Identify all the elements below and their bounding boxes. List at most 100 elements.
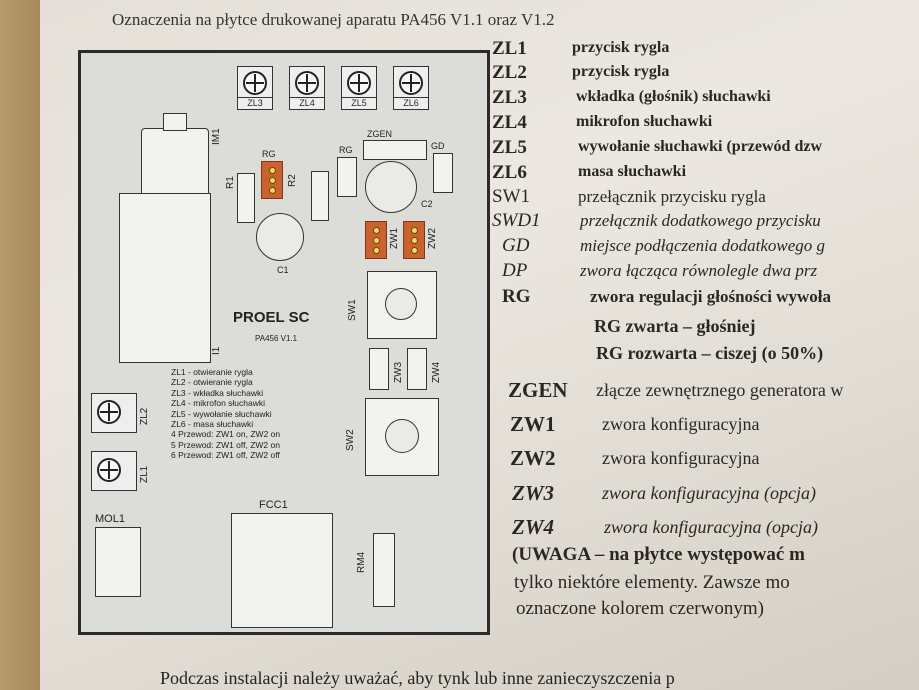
legend-line: ZL6 - masa słuchawki [171,419,254,430]
board-model: PA456 V1.1 [255,334,298,343]
terminal-zl1-label: ZL1 [139,465,150,483]
r2-label: R2 [287,174,298,187]
warning-note-line: oznaczone kolorem czerwonym) [516,598,764,619]
bottom-paragraph: Podczas instalacji należy uważać, aby ty… [160,668,675,688]
code-label: SWD1 [492,210,541,231]
page-heading: Oznaczenia na płytce drukowanej aparatu … [112,10,555,29]
desc-text: złącze zewnętrznego generatora w [596,380,844,400]
gd-label: GD [431,141,445,151]
rm4-label: RM4 [356,551,367,573]
fcc1-connector [231,513,333,628]
desc-text: zwora łącząca równolegle dwa prz [580,261,818,280]
im1-label: IM1 [211,128,222,145]
zw1-label: ZW1 [389,227,400,249]
desc-text: mikrofon słuchawki [576,113,713,130]
r1-label: R1 [225,176,236,189]
c1-label: C1 [277,265,289,275]
switch-button [385,419,419,453]
screw-icon [97,458,121,482]
zw2-label: ZW2 [427,227,438,249]
code-label: ZL2 [492,62,527,83]
code-label: ZL5 [492,137,527,158]
pcb-diagram: ZL3 ZL4 ZL5 ZL6 IM1 I1 RG R1 R2 RG ZGEN … [78,50,490,635]
zw2-jumper [403,221,425,259]
rg-note: RG zwarta – głośniej [594,316,756,336]
desc-text: zwora konfiguracyjna [602,448,760,468]
capacitor-c1 [256,213,304,261]
zgen-connector [363,140,427,160]
sw1-label: SW1 [347,299,358,321]
rg2-label: RG [339,145,353,155]
code-label: ZL3 [492,87,527,108]
warning-note-line: (UWAGA – na płytce występować m [512,544,805,565]
terminal-zl2-label: ZL2 [139,407,150,425]
desc-text: wywołanie słuchawki (przewód dzw [578,138,823,155]
terminal-zl2 [91,393,137,433]
i1-label: I1 [211,346,222,355]
code-label: RG [502,286,531,307]
code-label: SW1 [492,186,530,207]
rg2-pad [337,157,357,197]
legend-line: 6 Przewod: ZW1 off, ZW2 off [171,450,280,461]
screw-icon [243,71,267,95]
resistor-r2 [311,171,329,221]
code-label: ZL1 [492,38,527,59]
zw4-pad [407,348,427,390]
warning-note-line: tylko niektóre elementy. Zawsze mo [514,572,790,593]
zw1-jumper [365,221,387,259]
c2-label: C2 [421,199,433,209]
im1-module-top [141,128,209,198]
screw-icon [347,71,371,95]
code-label: ZW3 [512,481,554,505]
legend-line: ZL5 - wywołanie słuchawki [171,408,272,419]
sw2-label: SW2 [345,429,356,451]
desc-text: przycisk rygla [572,39,670,56]
terminal-zl4: ZL4 [289,66,325,110]
desc-text: przełącznik dodatkowego przycisku [580,211,821,230]
code-label: ZW1 [510,412,556,436]
board-legend: ZL1 - otwieranie rygla ZL2 - otwieranie … [171,367,280,461]
fcc1-label: FCC1 [259,499,288,511]
terminal-zl1 [91,451,137,491]
legend-line: ZL4 - mikrofon słuchawki [171,398,266,409]
capacitor-c2 [365,161,417,213]
screw-icon [97,400,121,424]
terminal-label: ZL6 [394,97,428,108]
rg-jumper [261,161,283,199]
resistor-r1 [237,173,255,223]
zgen-label: ZGEN [367,129,393,139]
desc-text: zwora konfiguracyjna [602,414,760,434]
code-label: ZW2 [510,446,556,470]
terminal-zl6: ZL6 [393,66,429,110]
gd-pad [433,153,453,193]
terminal-label: ZL5 [342,97,376,108]
code-label: ZL6 [492,162,527,183]
rm4-component [373,533,395,607]
desc-text: zwora regulacji głośności wywoła [590,287,831,306]
code-label: ZGEN [508,378,568,402]
legend-line: ZL2 - otwieranie rygla [171,377,253,388]
zw3-pad [369,348,389,390]
code-label: DP [502,260,528,281]
desc-text: zwora konfiguracyjna (opcja) [604,517,818,537]
rg-note: RG rozwarta – ciszej (o 50%) [596,343,824,363]
desc-text: miejsce podłączenia dodatkowego g [580,236,826,255]
zw4-label: ZW4 [431,361,442,383]
desc-text: masa słuchawki [578,163,687,180]
terminal-zl3: ZL3 [237,66,273,110]
switch-button [385,288,417,320]
zw3-label: ZW3 [393,361,404,383]
desc-text: zwora konfiguracyjna (opcja) [602,483,816,503]
mol1-connector [95,527,141,597]
switch-sw2 [365,398,439,476]
desc-text: przycisk rygla [572,63,670,80]
desc-text: wkładka (głośnik) słuchawki [576,88,771,105]
desc-text: przełącznik przycisku rygla [578,187,766,206]
legend-line: 5 Przewod: ZW1 off, ZW2 on [171,439,280,450]
board-brand: PROEL SC [233,309,310,326]
im1-module [119,193,211,363]
code-label: ZL4 [492,112,527,133]
terminal-zl5: ZL5 [341,66,377,110]
terminal-label: ZL3 [238,97,272,108]
screw-icon [295,71,319,95]
